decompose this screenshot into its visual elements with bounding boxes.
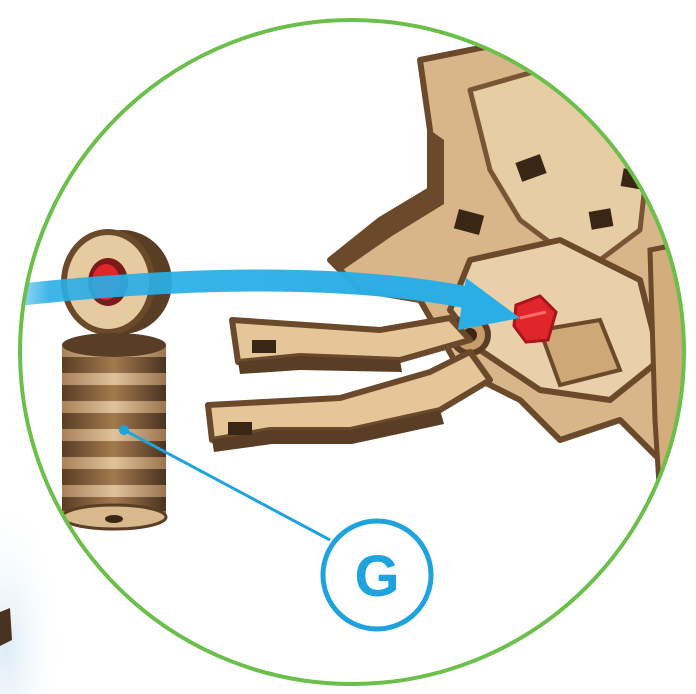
slot-hole [589, 208, 614, 230]
slot-hole [228, 422, 252, 435]
cylinder-spacer-part [62, 333, 166, 529]
callout-badge-icon: G [323, 521, 431, 629]
slot-hole [252, 340, 276, 353]
edge-fragment [0, 608, 12, 646]
callout-letter: G [354, 544, 399, 609]
